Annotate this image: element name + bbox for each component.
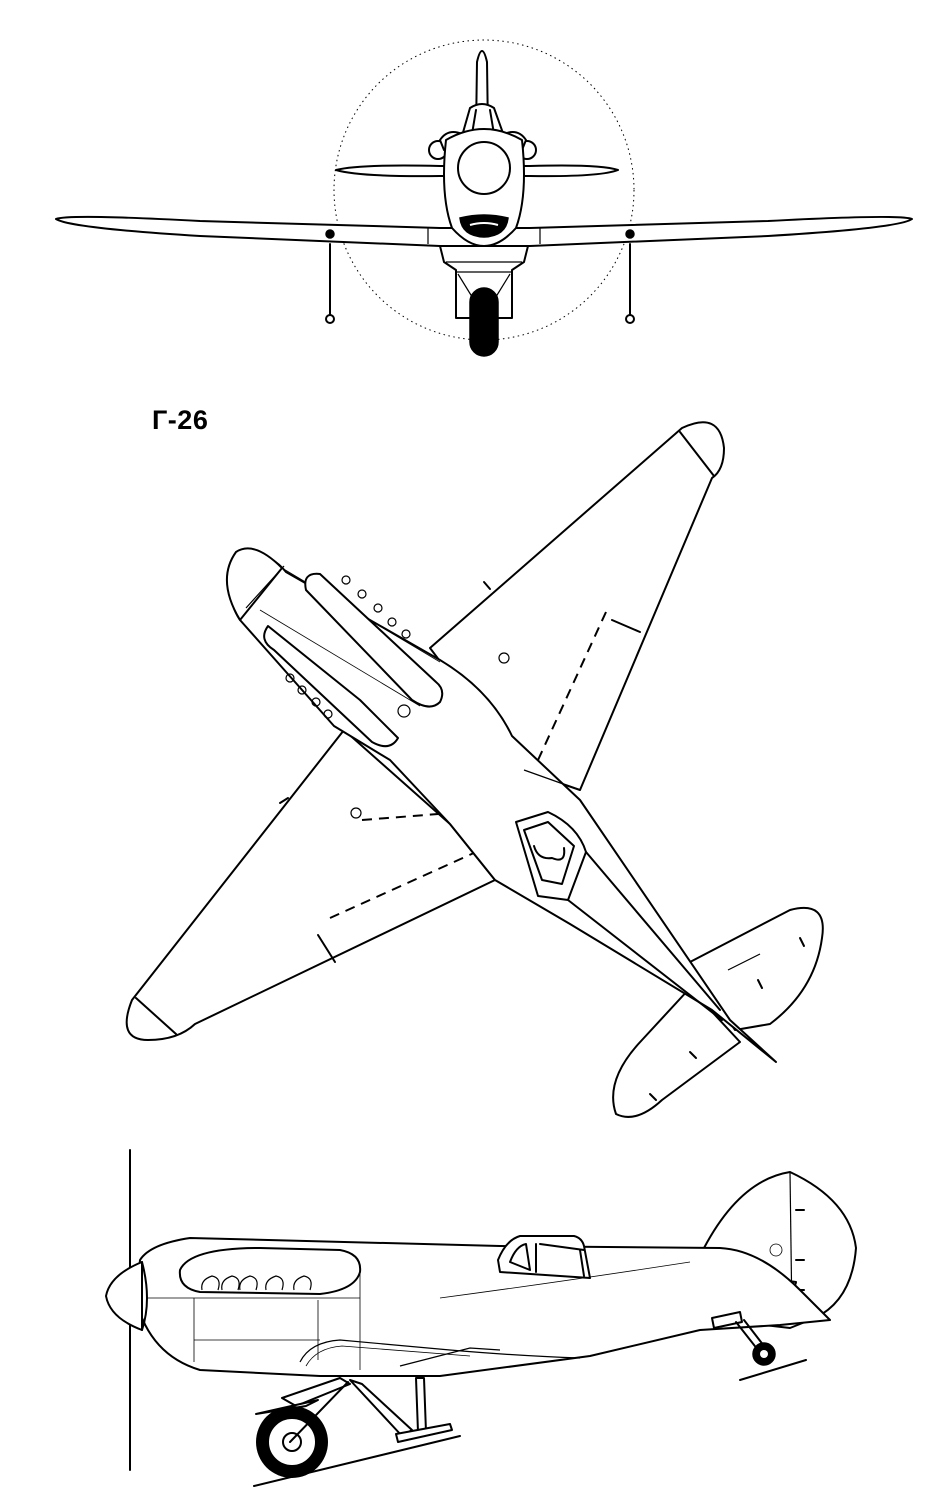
side-spinner xyxy=(105,1261,143,1331)
front-view xyxy=(55,39,913,357)
front-air-intake xyxy=(459,214,509,238)
plan-right-stabilizer xyxy=(689,906,824,1031)
side-main-gear xyxy=(253,1377,461,1487)
front-gear-frame xyxy=(439,245,529,319)
plan-exhaust-fairing-lower xyxy=(263,625,399,748)
side-wing-root xyxy=(299,1339,581,1363)
plan-left-wing xyxy=(125,729,496,1041)
aircraft-designation-label: Г-26 xyxy=(152,405,209,435)
plan-canopy xyxy=(515,811,587,901)
front-nose-wheel xyxy=(469,287,499,357)
side-view xyxy=(105,1149,857,1487)
front-spinner xyxy=(457,141,511,195)
plan-exhaust-fairing-upper xyxy=(304,572,444,708)
side-exhaust-fairing xyxy=(178,1247,362,1295)
side-tail-gear xyxy=(711,1311,807,1381)
plan-left-stabilizer xyxy=(612,987,741,1118)
plan-right-wing xyxy=(429,421,725,791)
plan-spinner xyxy=(225,547,283,621)
plan-view xyxy=(125,421,824,1118)
